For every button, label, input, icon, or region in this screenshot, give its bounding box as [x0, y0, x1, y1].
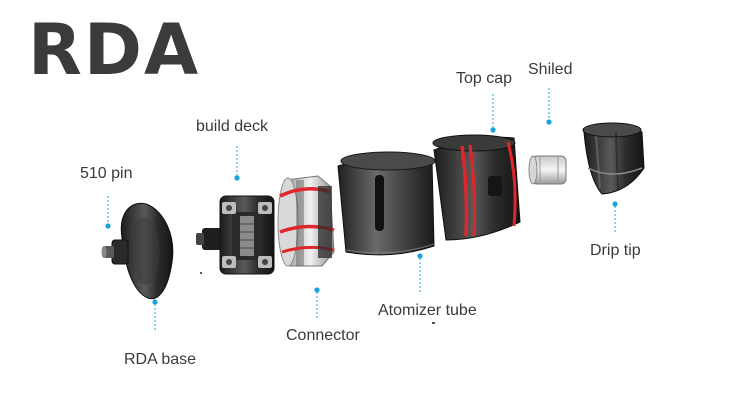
callout-leaders — [107, 88, 616, 332]
top-cap-part — [432, 134, 521, 241]
build-deck-part — [196, 195, 275, 275]
label-shiled: Shiled — [528, 61, 573, 78]
callout-dots — [105, 119, 618, 305]
connector-part — [277, 175, 335, 267]
label-510-pin: 510 pin — [80, 165, 133, 182]
label-top-cap: Top cap — [456, 70, 513, 87]
rda-base-part — [101, 202, 174, 300]
label-build-deck: build deck — [196, 118, 269, 135]
label-atomizer-tube: Atomizer tube — [378, 302, 477, 319]
label-rda-base: RDA base — [124, 351, 197, 368]
label-connector: Connector — [286, 327, 360, 344]
label-drip-tip: Drip tip — [590, 242, 641, 259]
diagram-title: RDA — [28, 9, 201, 91]
shiled-part — [528, 155, 567, 185]
atomizer-tube-part — [337, 151, 436, 256]
drip-tip-part — [582, 122, 645, 195]
